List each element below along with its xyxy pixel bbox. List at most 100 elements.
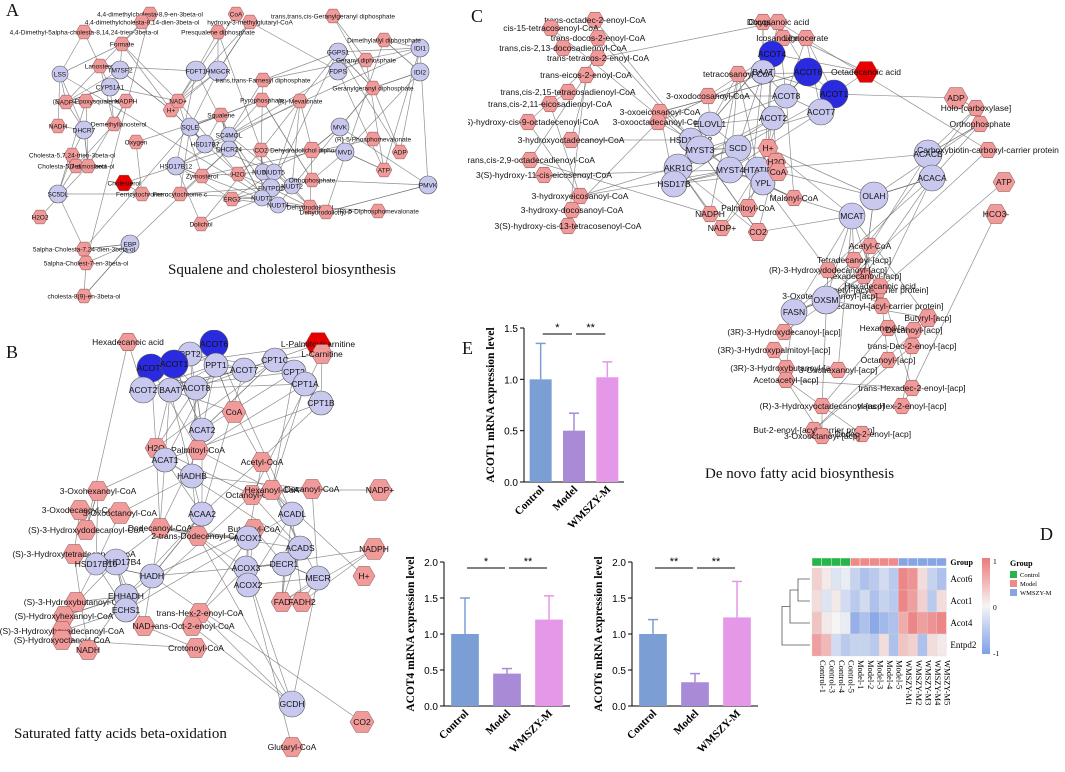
network-edge <box>833 93 957 99</box>
bar <box>563 430 585 482</box>
network-edge <box>85 341 129 531</box>
network-node-label: HSD17B12 <box>160 163 193 170</box>
network-node-label: ACOT2 <box>759 113 788 123</box>
x-tick-label: Model <box>550 484 580 514</box>
network-node: EBP <box>120 234 140 254</box>
network-node-label: Zymosterol <box>186 173 219 180</box>
network-node: Dolichol <box>189 216 213 232</box>
network-edge <box>237 173 279 206</box>
network-node-label: 2-trans-Dodecenoyl-CoA <box>151 531 245 541</box>
network-edge <box>299 100 313 151</box>
network-node-label: ELOVL1 <box>694 119 726 129</box>
network-node: Geranylgeranyl diphosphate <box>332 80 414 96</box>
network-edge <box>825 149 989 301</box>
network-edge <box>677 167 759 233</box>
network-node-label: cholesta-8(9)-en-3beta-ol <box>48 293 122 300</box>
network-node-label: YPL <box>755 178 771 188</box>
network-node-label: BAAT <box>159 385 181 395</box>
heatmap-cell <box>927 633 937 657</box>
network-node-label: Lanosterol <box>85 63 116 70</box>
network-node-label: PPT1 <box>205 360 227 370</box>
network-node: trans-octadec-2-enoyl-CoA <box>544 11 646 29</box>
network-node-label: H2O2 <box>32 214 49 221</box>
group-cell <box>811 557 822 567</box>
x-tick-label: Model <box>483 708 513 738</box>
network-node-label: CO2 <box>353 717 371 727</box>
heatmap-column-label: Control-4 <box>837 660 847 694</box>
network-edge <box>177 21 251 102</box>
network-node: ACOT2 <box>129 376 157 404</box>
heatmap-cell <box>850 567 861 591</box>
network-node: FASN <box>780 298 808 326</box>
network-node-label: Desmosterol <box>70 163 107 170</box>
network-edge <box>228 79 264 136</box>
panel-letter-e: E <box>462 338 473 358</box>
network-node-label: trans,cis-2,15-tetracosadienoyl-CoA <box>500 87 635 97</box>
network-node-label: CYP51A1 <box>96 84 125 91</box>
network-node: Ferricytochrome c <box>116 186 169 202</box>
network-node-label: trans-Hexadec-2-enoyl-[acp] <box>858 383 965 393</box>
network-node-label: Crotonoyl-CoA <box>168 643 224 653</box>
heatmap-row-label: Acot4 <box>950 618 972 628</box>
network-node-label: HSD17B7 <box>191 141 220 148</box>
significance-label: ** <box>586 322 595 334</box>
network-node-label: cis-15-tetracosenoyl-CoA <box>503 23 599 33</box>
network-edge <box>57 100 87 195</box>
network-node: 3-Oxohexanoyl-[acp] <box>799 361 877 379</box>
network-node-label: NUDT4 <box>267 202 289 209</box>
network-node-label: (3R)-3-Hydroxypalmitoyl-[acp] <box>718 345 831 355</box>
network-edge <box>529 159 711 215</box>
color-scale-label: 1 <box>993 557 997 566</box>
network-node: ACOT6 <box>793 57 822 87</box>
network-node-label: ACOX3 <box>232 563 261 573</box>
network-node: HADHB <box>177 463 207 489</box>
network-edge <box>189 70 219 128</box>
network-edge <box>175 100 301 167</box>
network-node: Holo-[carboxylase] <box>941 99 1011 117</box>
network-edge <box>260 149 311 208</box>
network-edge <box>125 494 253 611</box>
network-node: MYST4 <box>716 156 744 184</box>
network-node-label: ACAT1 <box>152 455 179 465</box>
network-node: H2O2 <box>32 209 49 225</box>
network-node: HSD17B12 <box>160 156 193 176</box>
network-node-label: Decanoyl-[acp] <box>886 325 943 335</box>
network-edge <box>837 215 853 371</box>
network-node-label: 3(S)-hydroxy-cis-9-octadecenoyl-CoA <box>468 117 599 127</box>
y-tick-label: 1.5 <box>612 594 626 605</box>
network-c: trans-octadec-2-enoyl-CoAcis-15-tetracos… <box>468 11 1059 445</box>
network-node-label: ACOT6 <box>200 339 229 349</box>
network-node: (S)-3-Hydroxydodecanoyl-CoA <box>28 520 144 540</box>
network-node: NUDT2 <box>281 177 303 195</box>
heatmap-cell <box>936 589 947 613</box>
network-edge <box>709 95 787 125</box>
network-node-label: NAD+ <box>133 621 156 631</box>
network-node-label: NADPH <box>359 544 389 554</box>
network-node-label: CPT1C <box>261 355 289 365</box>
network-node-label: ACOT1 <box>820 89 849 99</box>
network-node: trans,trans-Farnesyl diphosphate <box>215 72 311 88</box>
heatmap-column-label: Control-5 <box>847 660 857 693</box>
network-node: tetracosanoyl-CoA <box>703 65 773 83</box>
network-edge <box>543 169 731 176</box>
network-node-label: Malonyl-CoA <box>770 193 819 203</box>
network-node-label: ACAA2 <box>188 509 216 519</box>
network-node-label: But-2-enoyl-[acyl-carrier protein] <box>753 425 874 435</box>
network-node: 3(S)-hydroxy-cis-9-octadecenoyl-CoA <box>468 113 599 131</box>
network-node: trans,cis-2,13-docosadienoyl-CoA <box>499 39 627 57</box>
heatmap-cell <box>927 567 937 591</box>
heatmap-cell <box>907 589 918 613</box>
network-edge <box>901 345 913 407</box>
network-edge <box>762 182 829 271</box>
network-node-label: 3-oxooctadecanoyl-CoA <box>613 117 704 127</box>
heatmap-cell <box>821 633 832 657</box>
network-edge <box>228 148 346 153</box>
heatmap-cell <box>879 633 889 657</box>
heatmap-column-label: WMSZY-M4 <box>933 660 943 706</box>
network-node: 4,4-Dimethyl-5alpha-cholesta-8,14,24-tri… <box>10 24 159 40</box>
network-node-label: CPT1A <box>291 379 319 389</box>
network-node-label: MCAT <box>840 211 863 221</box>
network-edge <box>767 147 875 197</box>
heatmap-cell <box>879 611 889 635</box>
network-node: trans-Hex-2-enoyl-CoA <box>157 603 244 623</box>
